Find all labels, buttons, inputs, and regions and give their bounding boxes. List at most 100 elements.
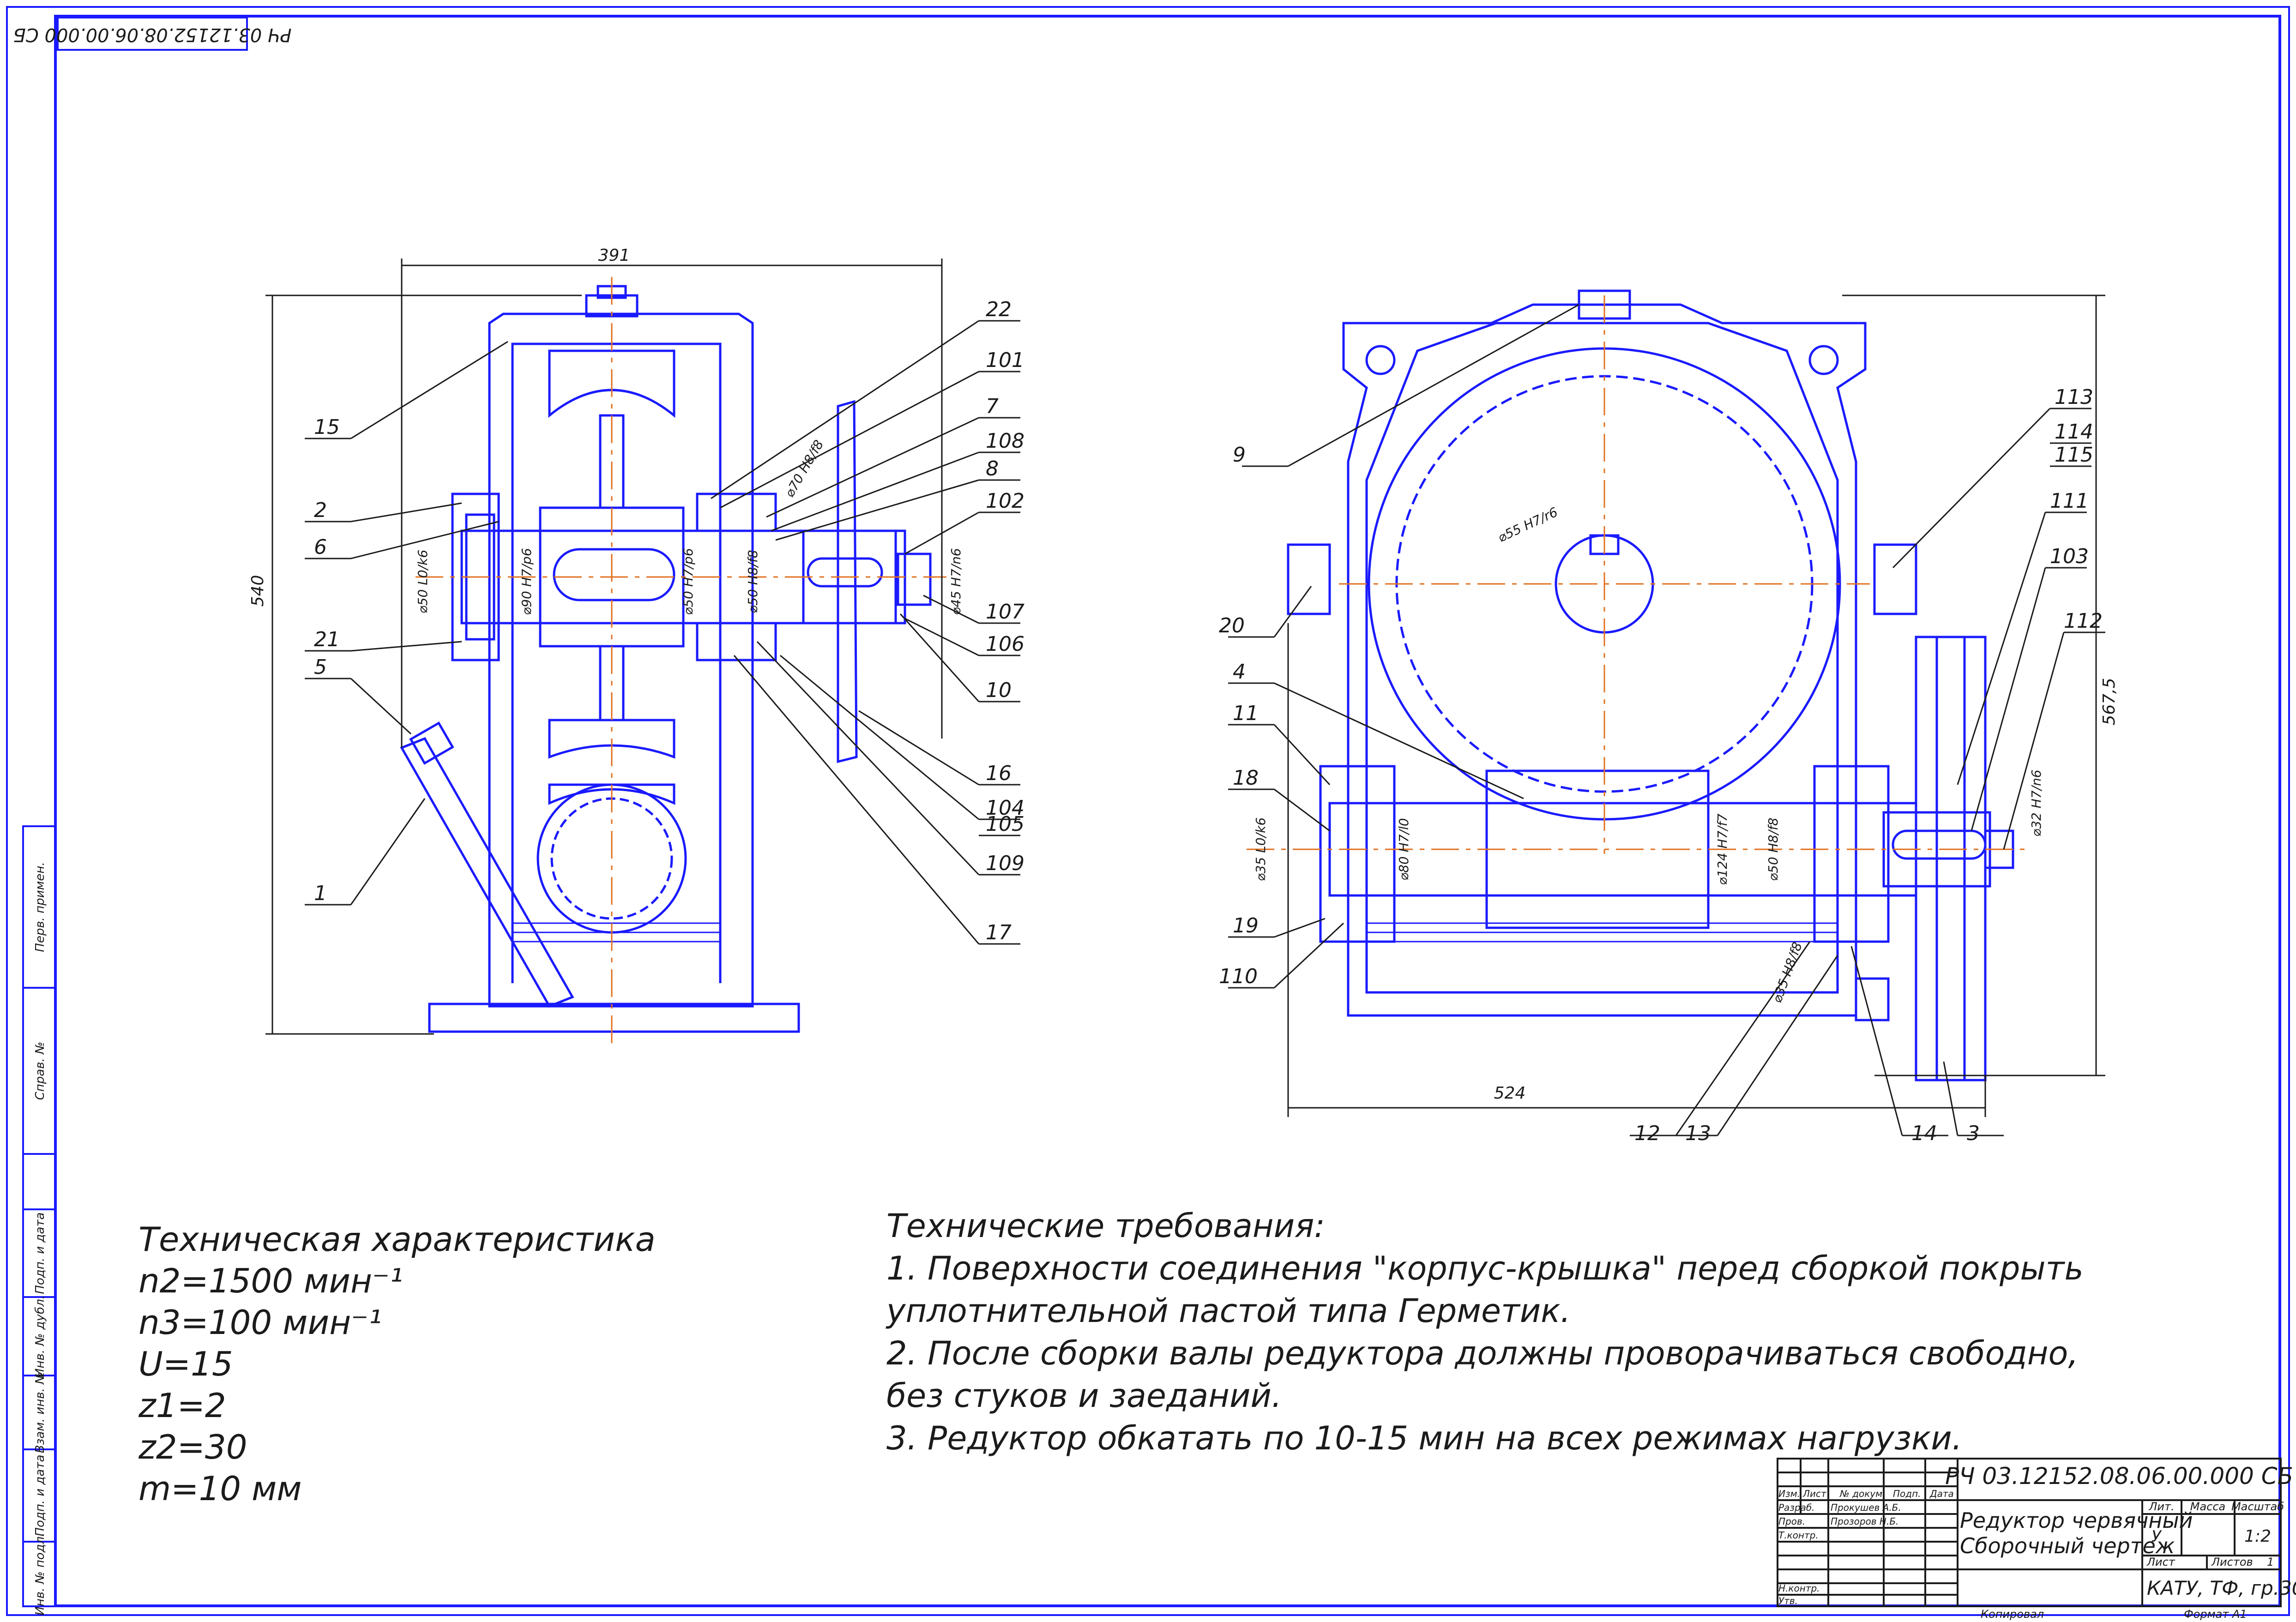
scale-value: 1:2 — [2244, 1527, 2271, 1546]
callout: 101 — [986, 348, 1024, 372]
req-line: без стуков и заеданий. — [886, 1377, 1282, 1415]
mass-header: Масса — [2190, 1500, 2226, 1513]
doc-name-1: Редуктор червячный — [1960, 1508, 2193, 1533]
doc-name-2: Сборочный чертеж — [1960, 1533, 2175, 1558]
dims-left — [265, 258, 943, 1035]
fits-right: ⌀55 H7/r6 ⌀35 L0/k6 ⌀80 H7/l0 ⌀124 H7/f7… — [1253, 505, 2044, 1005]
callout: 113 — [2055, 385, 2093, 409]
callout: 109 — [986, 852, 1024, 875]
callout: 13 — [1685, 1122, 1711, 1145]
req-line: 2. После сборки валы редуктора должны пр… — [886, 1334, 2079, 1372]
spec-line: n3=100 мин⁻¹ — [139, 1303, 382, 1342]
callout: 6 — [314, 535, 327, 559]
sheets-label: Листов — [2211, 1556, 2253, 1568]
fit-label: ⌀50 H8/f8 — [745, 550, 760, 613]
doc-code: РЧ 03.12152.08.06.00.000 СБ — [1945, 1463, 2293, 1490]
side-label-5: Подп. и дата — [33, 1454, 47, 1536]
spec-line: U=15 — [139, 1345, 233, 1383]
callout: 107 — [986, 600, 1024, 624]
callout: 16 — [986, 762, 1012, 785]
callout: 3 — [1967, 1122, 1980, 1145]
dim-height-right: 567,5 — [2100, 678, 2119, 725]
req-line: уплотнительной пастой типа Герметик. — [886, 1292, 1571, 1330]
callout: 9 — [1233, 443, 1246, 467]
fit-label: ⌀80 H7/l0 — [1396, 818, 1411, 880]
callout: 115 — [2055, 443, 2093, 467]
fit-label: ⌀35 H8/f8 — [1769, 940, 1805, 1005]
col-header: Лист — [1802, 1488, 1827, 1499]
lit-value: У — [2151, 1527, 2162, 1546]
callout: 18 — [1233, 766, 1259, 790]
col-header: Дата — [1929, 1488, 1954, 1499]
left-section-view — [400, 285, 932, 1033]
checker-name: Прозоров Н.Б. — [1831, 1516, 1898, 1527]
spec-title: Техническая характеристика — [139, 1220, 656, 1259]
callout: 110 — [1219, 965, 1258, 988]
col-header: Подп. — [1893, 1488, 1921, 1499]
callout: 5 — [314, 655, 327, 679]
callout: 104 — [986, 796, 1024, 820]
fit-label: ⌀32 H7/n6 — [2029, 769, 2044, 836]
callout: 105 — [986, 812, 1024, 836]
callout: 21 — [314, 628, 340, 651]
row-label: Разраб. — [1778, 1502, 1815, 1513]
inner-frame — [54, 15, 2281, 1607]
spec-line: n2=1500 мин⁻¹ — [139, 1262, 403, 1300]
fit-label: ⌀124 H7/f7 — [1715, 813, 1730, 885]
row-label: Н.контр. — [1778, 1583, 1820, 1594]
centerlines-right — [1247, 295, 2031, 854]
sheet-label: Лист — [2146, 1556, 2175, 1568]
callout: 2 — [314, 499, 327, 522]
callout: 20 — [1219, 614, 1245, 637]
org-name: КАТУ, ТФ, гр.306б — [2147, 1577, 2296, 1599]
rotated-stamp: РЧ 03.12152.08.06.00.000 СБ — [13, 17, 292, 51]
req-title: Технические требования: — [886, 1207, 1325, 1245]
right-front-view — [1287, 289, 2014, 1081]
spec-line: z1=2 — [139, 1386, 226, 1425]
callout: 103 — [2050, 545, 2089, 568]
req-line: 1. Поверхности соединения "корпус-крышка… — [886, 1250, 2084, 1287]
lit-header: Лит. — [2148, 1500, 2174, 1513]
side-label-4: Взам. инв. № — [33, 1372, 47, 1454]
fit-label: ⌀35 L0/k6 — [1253, 817, 1268, 881]
callouts-left: 15 2 6 21 5 1 22 101 7 108 8 102 107 106… — [314, 298, 1024, 944]
outer-frame — [6, 6, 2290, 1616]
side-label-1: Справ. № — [33, 1042, 47, 1100]
format-label: Формат А1 — [2184, 1608, 2247, 1621]
side-label-2: Подп. и дата — [33, 1212, 47, 1294]
callout: 108 — [986, 429, 1024, 453]
side-label-0: Перв. примен. — [33, 862, 47, 952]
callout: 7 — [986, 395, 999, 418]
callout: 14 — [1911, 1122, 1937, 1145]
callout: 19 — [1233, 914, 1259, 937]
side-label-3: Инв. № дубл. — [33, 1295, 47, 1377]
callout: 22 — [986, 298, 1012, 321]
technical-characteristics: Техническая характеристика n2=1500 мин⁻¹… — [139, 1219, 656, 1509]
callout: 12 — [1634, 1122, 1660, 1145]
callout: 111 — [2050, 489, 2089, 513]
title-block-text: РЧ 03.12152.08.06.00.000 СБ Редуктор чер… — [1778, 1463, 2296, 1621]
callout: 15 — [314, 415, 340, 439]
dim-height-left: 540 — [248, 575, 267, 607]
callout: 11 — [1233, 702, 1259, 725]
callout: 114 — [2055, 420, 2093, 444]
callout: 4 — [1233, 660, 1246, 684]
leaders-right — [1228, 304, 2105, 1136]
title-block — [1777, 1458, 2282, 1607]
spec-line: m=10 мм — [139, 1469, 302, 1508]
callout: 102 — [986, 489, 1024, 513]
fit-label: ⌀90 H7/p6 — [519, 548, 534, 615]
stamp-code: РЧ 03.12152.08.06.00.000 СБ — [13, 24, 291, 45]
fit-label: ⌀50 H7/p6 — [681, 548, 696, 615]
sheets-value: 1 — [2267, 1556, 2274, 1568]
col-header: № докум. — [1839, 1488, 1886, 1499]
dims-right — [1287, 294, 2105, 1117]
callout: 17 — [986, 921, 1012, 944]
side-strip-labels: Перв. примен. Справ. № Подп. и дата Инв.… — [33, 862, 47, 1615]
fit-label: ⌀45 H7/n6 — [948, 548, 964, 615]
centerlines-left — [416, 277, 946, 1043]
leaders-left — [305, 320, 1020, 945]
callout: 112 — [2064, 609, 2103, 633]
callout: 10 — [986, 679, 1012, 702]
